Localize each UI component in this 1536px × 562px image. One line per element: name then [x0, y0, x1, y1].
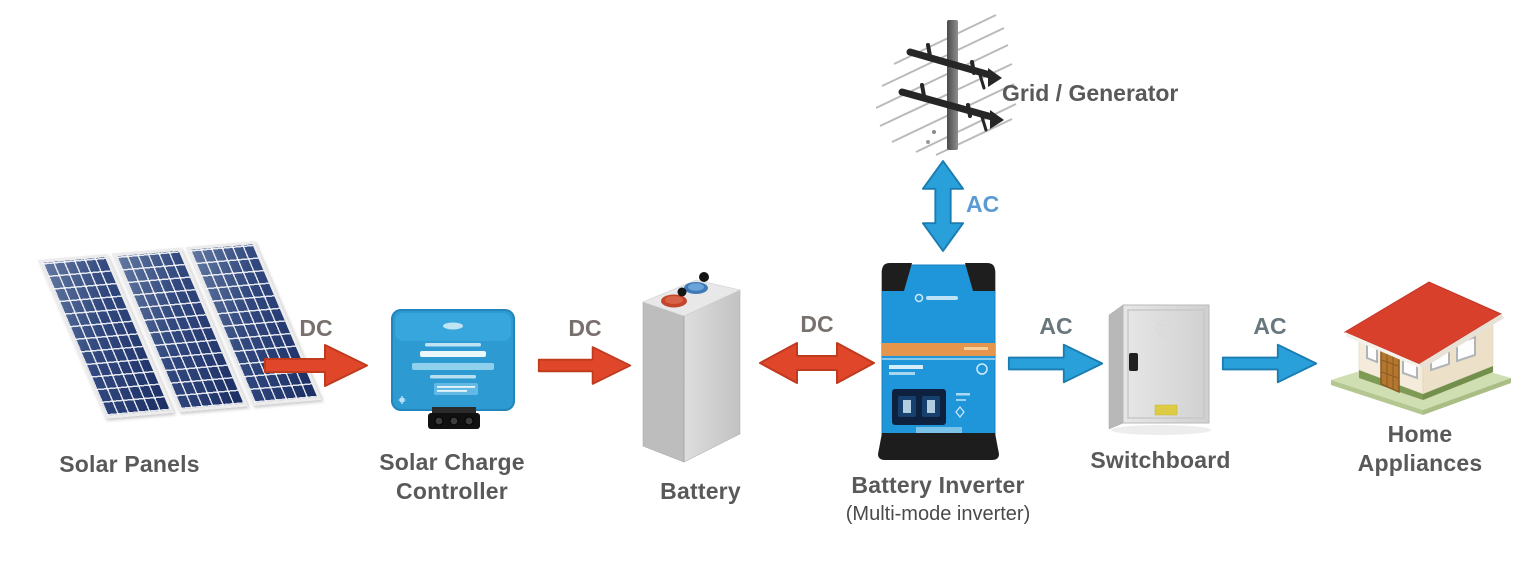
- dc-double-arrow-icon: [759, 342, 875, 384]
- ac-vertical-double-arrow-icon: [921, 160, 965, 252]
- node-charge-controller: Solar Charge Controller: [372, 306, 532, 507]
- battery-inverter-label: Battery Inverter: [851, 472, 1025, 498]
- ac-flow-label: AC: [966, 191, 1000, 217]
- dc-flow-label: DC: [299, 315, 333, 341]
- dc-right-arrow-icon: [263, 344, 368, 387]
- node-battery-inverter: Battery Inverter (Multi-mode inverter): [833, 255, 1043, 527]
- grid-generator-icon: [876, 14, 1017, 156]
- battery-label: Battery: [660, 478, 741, 504]
- link-switchboard-to-home: AC: [1220, 312, 1320, 387]
- node-home-appliances: Home Appliances: [1325, 268, 1515, 479]
- home-appliances-label: Home Appliances: [1357, 421, 1483, 477]
- ac-right-arrow-icon: [1221, 343, 1318, 384]
- dc-flow-label: DC: [800, 311, 834, 337]
- crossarms: [898, 43, 996, 132]
- link-controller-to-battery: DC: [536, 314, 634, 389]
- charge-controller-label: Solar Charge Controller: [379, 449, 525, 505]
- switchboard-icon: [1108, 304, 1211, 435]
- solar-panels-label: Solar Panels: [59, 451, 200, 477]
- node-battery: Battery: [633, 264, 768, 506]
- dc-flow-label: DC: [568, 315, 602, 341]
- battery-icon: [641, 272, 741, 463]
- battery-inverter-icon: [877, 263, 999, 460]
- ac-right-arrow-icon: [1007, 343, 1104, 384]
- link-panels-to-controller: DC: [262, 314, 370, 389]
- switchboard-label: Switchboard: [1090, 447, 1231, 473]
- link-inverter-to-switchboard: AC: [1006, 312, 1106, 387]
- grid-generator-label: Grid / Generator: [1002, 80, 1179, 106]
- node-switchboard: Switchboard: [1090, 297, 1231, 475]
- dc-right-arrow-icon: [537, 346, 632, 385]
- house-icon: [1331, 281, 1511, 415]
- link-battery-to-inverter: DC: [756, 310, 878, 388]
- battery-inverter-sublabel: (Multi-mode inverter): [845, 503, 1031, 526]
- node-solar-panels: Solar Panels: [2, 228, 322, 479]
- solar-panels-icon: [2, 228, 322, 450]
- ac-flow-label: AC: [1253, 313, 1287, 339]
- power-lines: [876, 14, 1017, 156]
- charge-controller-icon: [391, 309, 515, 429]
- ac-flow-label: AC: [1039, 313, 1073, 339]
